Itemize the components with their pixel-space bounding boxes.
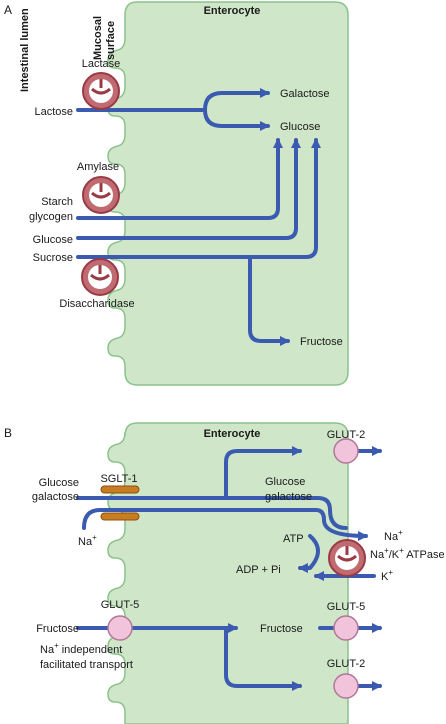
amylase-label: Amylase xyxy=(77,161,119,173)
glucose-input-label: Glucose xyxy=(33,234,73,246)
glut2-top-transporter xyxy=(333,438,359,464)
panel-a-letter: A xyxy=(4,3,12,17)
amylase-enzyme-icon xyxy=(82,176,120,214)
fructose-glut2-branch xyxy=(224,626,302,691)
enterocyte-cell-a xyxy=(107,1,349,386)
glut5-lumen-transporter xyxy=(107,615,133,641)
sucrose-label: Sucrose xyxy=(33,252,73,264)
potassium-label: K+ xyxy=(381,568,393,583)
fructose-product-label: Fructose xyxy=(300,336,343,348)
glut5-exit-transporter xyxy=(333,615,359,641)
galactose-arrow xyxy=(203,88,270,112)
sglt1-transporter-bottom xyxy=(100,512,140,521)
sodium-entry-arrow xyxy=(82,508,368,541)
sglt1-label: SGLT-1 xyxy=(100,473,137,485)
glucose-input-label-b: Glucose xyxy=(39,477,79,489)
sglt1-transporter-top xyxy=(100,485,140,494)
atp-adp-arc xyxy=(298,534,320,573)
atp-label: ATP xyxy=(283,533,304,545)
galactose-input-label-b: galactose xyxy=(32,491,79,503)
na-k-atpase-icon xyxy=(328,539,366,577)
glut2-exit-arrow xyxy=(224,446,302,500)
sodium-out-label: Na+ xyxy=(384,528,403,543)
disaccharidase-enzyme-icon xyxy=(81,258,119,296)
fructose-mid-label: Fructose xyxy=(260,623,303,635)
lactase-enzyme-icon xyxy=(82,72,120,110)
panel-b-letter: B xyxy=(4,426,12,440)
glucose-product-label: Glucose xyxy=(280,121,320,133)
fructose-input-label: Fructose xyxy=(36,623,79,635)
glut5-exit-label: GLUT-5 xyxy=(327,601,366,613)
intestinal-lumen-label: Intestinal lumen xyxy=(19,8,31,92)
mucosal-label: Mucosal xyxy=(92,16,104,60)
glut2-bottom-label: GLUT-2 xyxy=(327,658,366,670)
glucose-inside-label: Glucose xyxy=(265,476,305,488)
galactose-product-label: Galactose xyxy=(280,88,330,100)
starch-arrow xyxy=(76,138,283,220)
starch-label: Starch xyxy=(41,196,73,208)
sucrose-arrow xyxy=(76,138,321,259)
surface-label: surface xyxy=(105,21,117,60)
glut2-bottom-transporter xyxy=(333,673,359,699)
note-line2: facilitated transport xyxy=(40,659,133,671)
glycogen-label: glycogen xyxy=(29,211,73,223)
glucose-branch-arrow xyxy=(203,108,270,131)
sodium-input-label: Na+ xyxy=(78,533,97,548)
note-line1: Na+independent xyxy=(40,641,122,656)
enterocyte-label-a: Enterocyte xyxy=(204,5,261,17)
glucose-entry-arrow xyxy=(76,496,348,530)
disaccharidase-label: Disaccharidase xyxy=(59,298,134,310)
glut2-top-label: GLUT-2 xyxy=(327,429,366,441)
galactose-inside-label: galactose xyxy=(265,491,312,503)
fructose-arrow xyxy=(248,255,290,346)
adp-label: ADP + Pi xyxy=(236,564,281,576)
lactose-label: Lactose xyxy=(34,106,73,118)
enterocyte-label-b: Enterocyte xyxy=(204,428,261,440)
glut5-lumen-label: GLUT-5 xyxy=(101,599,140,611)
na-k-atpase-label: Na+/K+ ATPase xyxy=(370,546,445,561)
glucose-input-arrow xyxy=(76,138,301,240)
lactase-label: Lactase xyxy=(82,58,121,70)
